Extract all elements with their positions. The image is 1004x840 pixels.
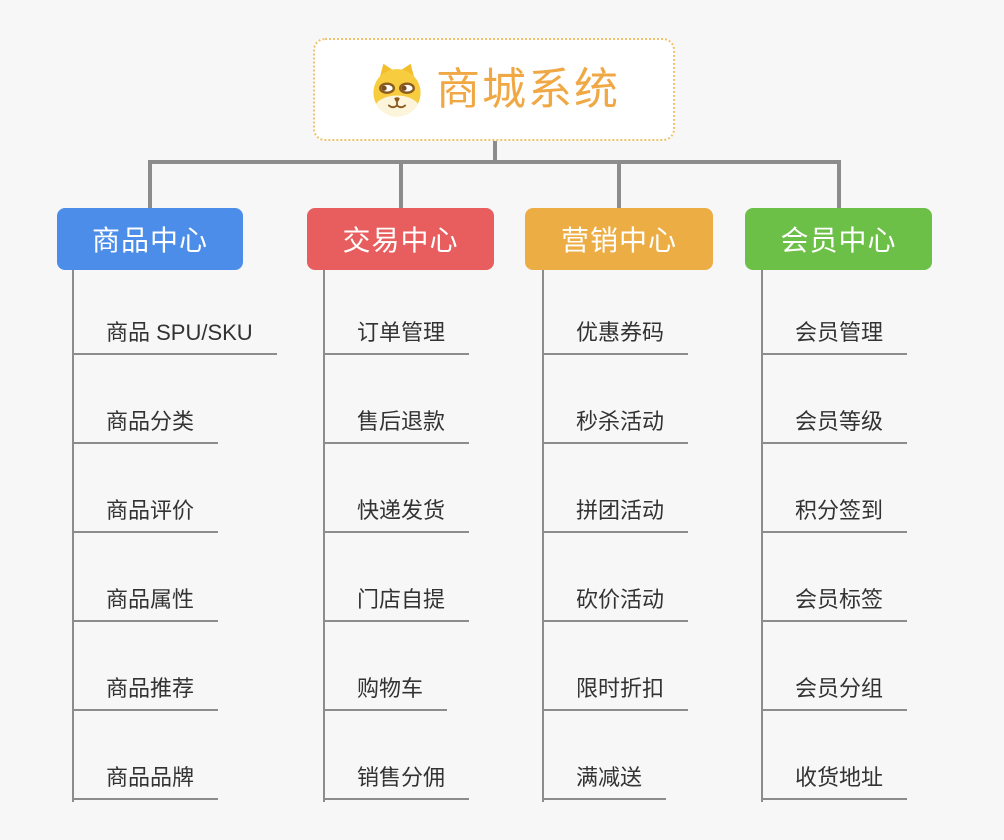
branch-line bbox=[761, 270, 763, 802]
root-node-title: 商城系统 bbox=[436, 64, 620, 114]
leaf-node[interactable]: 购物车 bbox=[323, 675, 448, 711]
leaf-node[interactable]: 满减送 bbox=[542, 764, 667, 800]
connector-drop-trade bbox=[399, 160, 403, 208]
branch-node-trade-center[interactable]: 交易中心 bbox=[307, 208, 494, 270]
leaf-node[interactable]: 会员等级 bbox=[761, 408, 908, 444]
leaf-node[interactable]: 积分签到 bbox=[761, 497, 908, 533]
branch-line bbox=[323, 270, 325, 802]
branch-node-label: 交易中心 bbox=[342, 225, 459, 256]
leaf-node[interactable]: 商品评价 bbox=[72, 497, 219, 533]
leaf-node[interactable]: 会员管理 bbox=[761, 319, 908, 355]
connector-root-stem bbox=[493, 141, 497, 160]
connector-bus bbox=[148, 160, 841, 164]
leaf-node[interactable]: 会员分组 bbox=[761, 675, 908, 711]
leaf-node[interactable]: 商品品牌 bbox=[72, 764, 219, 800]
branch-node-marketing-center[interactable]: 营销中心 bbox=[525, 208, 713, 270]
branch-node-label: 商品中心 bbox=[91, 225, 208, 256]
root-node-mall-system[interactable]: 商城系统 bbox=[313, 38, 675, 141]
branch-line bbox=[72, 270, 74, 802]
leaf-node[interactable]: 砍价活动 bbox=[542, 586, 689, 622]
leaf-node[interactable]: 商品分类 bbox=[72, 408, 219, 444]
leaf-node[interactable]: 销售分佣 bbox=[323, 764, 470, 800]
branch-node-label: 会员中心 bbox=[780, 225, 897, 256]
leaf-node[interactable]: 限时折扣 bbox=[542, 675, 689, 711]
leaf-node[interactable]: 拼团活动 bbox=[542, 497, 689, 533]
leaf-node[interactable]: 会员标签 bbox=[761, 586, 908, 622]
connector-drop-marketing bbox=[617, 160, 621, 208]
shiba-dog-icon bbox=[373, 63, 421, 116]
leaf-node[interactable]: 商品 SPU/SKU bbox=[72, 319, 277, 355]
leaf-node[interactable]: 商品属性 bbox=[72, 586, 219, 622]
leaf-node[interactable]: 快递发货 bbox=[323, 497, 470, 533]
branch-node-member-center[interactable]: 会员中心 bbox=[745, 208, 932, 270]
branch-line bbox=[542, 270, 544, 802]
branch-node-label: 营销中心 bbox=[560, 225, 677, 256]
branch-node-product-center[interactable]: 商品中心 bbox=[57, 208, 243, 270]
leaf-node[interactable]: 商品推荐 bbox=[72, 675, 219, 711]
connector-drop-product bbox=[148, 160, 152, 208]
leaf-node[interactable]: 收货地址 bbox=[761, 764, 908, 800]
connector-drop-member bbox=[837, 160, 841, 208]
leaf-node[interactable]: 订单管理 bbox=[323, 319, 470, 355]
leaf-node[interactable]: 售后退款 bbox=[323, 408, 470, 444]
leaf-node[interactable]: 门店自提 bbox=[323, 586, 470, 622]
leaf-node[interactable]: 秒杀活动 bbox=[542, 408, 689, 444]
leaf-node[interactable]: 优惠券码 bbox=[542, 319, 689, 355]
